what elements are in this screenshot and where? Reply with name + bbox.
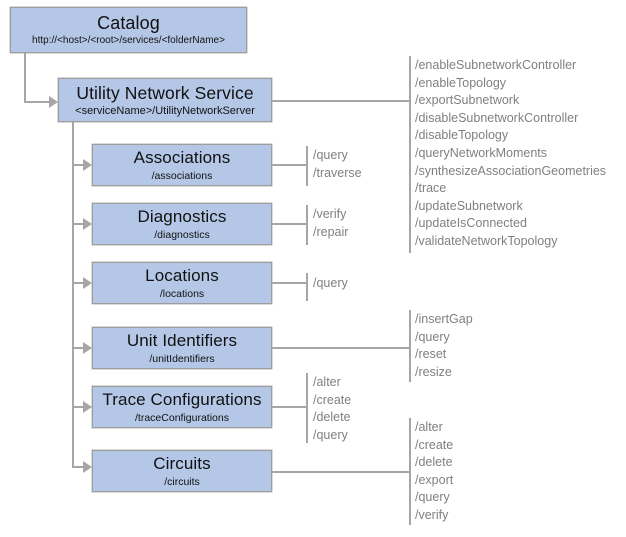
- operation-item: /delete: [313, 410, 351, 425]
- node-utility-network-service[interactable]: Utility Network Service <serviceName>/Ut…: [58, 78, 272, 122]
- node-catalog-title: Catalog: [97, 12, 160, 33]
- node-trace-configurations-title: Trace Configurations: [102, 389, 262, 409]
- node-catalog[interactable]: Catalog http://<host>/<root>/services/<f…: [10, 7, 247, 53]
- connector-trunk-to-circuits: [72, 466, 86, 468]
- operation-item: /query: [313, 427, 348, 442]
- node-associations[interactable]: Associations /associations: [92, 144, 272, 186]
- node-circuits-title: Circuits: [153, 453, 211, 473]
- node-diagnostics-subtitle: /diagnostics: [154, 228, 210, 241]
- node-locations-subtitle: /locations: [159, 287, 205, 300]
- connector-unit-identifiers-ops: [272, 347, 410, 349]
- opbar-circuits: [409, 418, 411, 525]
- operation-item: /updateIsConnected: [415, 216, 527, 231]
- arrow-to-unit-identifiers: [83, 342, 92, 354]
- operation-item: /synthesizeAssociationGeometries: [415, 163, 607, 178]
- operation-item: /verify: [415, 507, 449, 522]
- oplist-associations: /query /traverse: [313, 147, 362, 182]
- node-diagnostics-title: Diagnostics: [137, 206, 227, 226]
- node-utility-network-service-subtitle: <serviceName>/UtilityNetworkServer: [75, 104, 255, 117]
- connector-trunk-to-trace-configurations: [72, 406, 86, 408]
- node-unit-identifiers-title: Unit Identifiers: [126, 330, 238, 350]
- operation-item: /updateSubnetwork: [415, 198, 523, 213]
- arrow-to-diagnostics: [83, 218, 92, 230]
- operation-item: /alter: [415, 420, 443, 434]
- operation-item: /validateNetworkTopology: [415, 233, 558, 248]
- operation-item: /exportSubnetwork: [415, 93, 520, 108]
- arrow-to-circuits: [83, 461, 92, 473]
- opbar-locations: [306, 273, 308, 301]
- operation-item: /query: [415, 490, 450, 505]
- operation-item: /delete: [415, 455, 453, 470]
- connector-catalog-right: [24, 101, 52, 103]
- operation-item: /query: [415, 329, 450, 344]
- node-trace-configurations-subtitle: /traceConfigurations: [135, 411, 229, 424]
- opbar-trace-configurations: [306, 373, 308, 443]
- connector-trunk-to-unit-identifiers: [72, 347, 86, 349]
- connector-circuits-ops: [272, 471, 410, 473]
- opbar-associations: [306, 146, 308, 186]
- arrow-to-trace-configurations: [83, 401, 92, 413]
- oplist-utility-network-service: /enableSubnetworkController /enableTopol…: [415, 57, 606, 251]
- operation-item: /alter: [313, 375, 341, 389]
- operation-item: /create: [415, 437, 454, 452]
- operation-item: /enableTopology: [415, 75, 507, 90]
- operation-item: /repair: [313, 224, 349, 239]
- operation-item: /trace: [415, 181, 447, 196]
- connector-associations-ops: [272, 164, 308, 166]
- oplist-diagnostics: /verify /repair: [313, 206, 348, 241]
- opbar-service: [409, 56, 411, 253]
- oplist-unit-identifiers: /insertGap /query /reset /resize: [415, 311, 473, 381]
- operation-item: /enableSubnetworkController: [415, 58, 577, 72]
- operation-item: /query: [313, 276, 348, 290]
- oplist-trace-configurations: /alter /create /delete /query: [313, 374, 351, 444]
- arrow-to-locations: [83, 277, 92, 289]
- connector-trace-configurations-ops: [272, 406, 308, 408]
- node-catalog-subtitle: http://<host>/<root>/services/<folderNam…: [32, 34, 225, 46]
- operation-item: /queryNetworkMoments: [415, 145, 547, 160]
- connector-trunk-to-locations: [72, 282, 86, 284]
- connector-service-trunk: [72, 122, 74, 467]
- operation-item: /query: [313, 148, 348, 162]
- operation-item: /disableSubnetworkController: [415, 110, 579, 125]
- node-trace-configurations[interactable]: Trace Configurations /traceConfiguration…: [92, 386, 272, 428]
- connector-service-ops: [272, 100, 410, 102]
- node-circuits-subtitle: /circuits: [164, 475, 200, 488]
- node-unit-identifiers-subtitle: /unitIdentifiers: [149, 352, 215, 365]
- connector-catalog-down: [24, 53, 26, 103]
- operation-item: /verify: [313, 207, 347, 221]
- operation-item: /traverse: [313, 165, 362, 180]
- node-unit-identifiers[interactable]: Unit Identifiers /unitIdentifiers: [92, 327, 272, 369]
- node-associations-subtitle: /associations: [151, 169, 213, 182]
- opbar-unit-identifiers: [409, 310, 411, 382]
- node-associations-title: Associations: [133, 147, 231, 167]
- node-locations[interactable]: Locations /locations: [92, 262, 272, 304]
- operation-item: /reset: [415, 347, 447, 362]
- node-locations-title: Locations: [145, 265, 219, 285]
- arrow-to-associations: [83, 159, 92, 171]
- oplist-locations: /query: [313, 275, 348, 293]
- operation-item: /export: [415, 472, 454, 487]
- oplist-circuits: /alter /create /delete /export /query /v…: [415, 419, 453, 525]
- node-circuits[interactable]: Circuits /circuits: [92, 450, 272, 492]
- connector-diagnostics-ops: [272, 223, 308, 225]
- connector-locations-ops: [272, 282, 308, 284]
- operation-item: /create: [313, 392, 352, 407]
- arrow-catalog-to-service: [49, 96, 58, 108]
- opbar-diagnostics: [306, 205, 308, 245]
- connector-trunk-to-associations: [72, 164, 86, 166]
- node-utility-network-service-title: Utility Network Service: [76, 82, 254, 103]
- operation-item: /disableTopology: [415, 128, 509, 143]
- operation-item: /resize: [415, 364, 452, 379]
- operation-item: /insertGap: [415, 312, 473, 326]
- connector-trunk-to-diagnostics: [72, 223, 86, 225]
- node-diagnostics[interactable]: Diagnostics /diagnostics: [92, 203, 272, 245]
